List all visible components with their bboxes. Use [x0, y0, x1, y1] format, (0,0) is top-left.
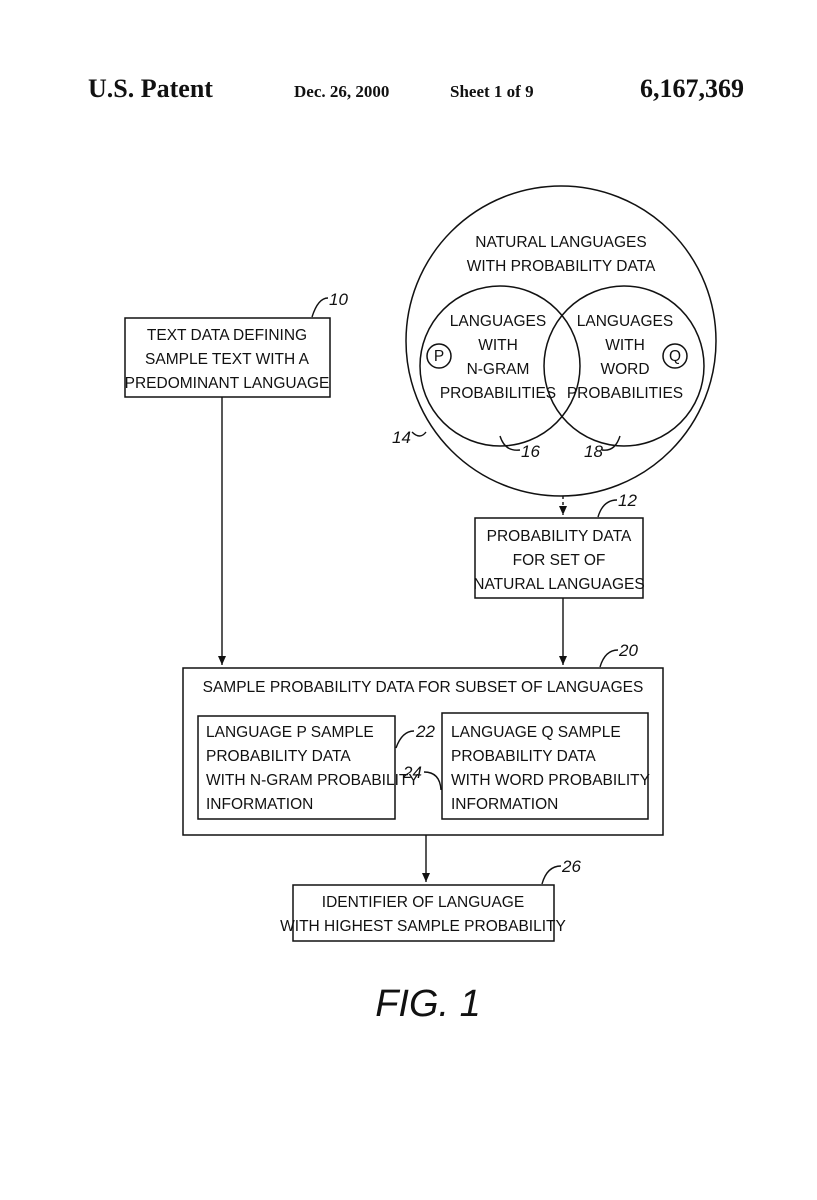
p-sample-line: WITH N-GRAM PROBABILITY [206, 772, 419, 789]
leader-line [311, 297, 329, 318]
circle-p-line: LANGUAGES [450, 313, 546, 330]
natural-languages-circle: NATURAL LANGUAGES WITH PROBABILITY DATA [405, 185, 717, 497]
ref-numeral: 10 [329, 290, 348, 309]
patent-number: 6,167,369 [640, 74, 744, 103]
ref-numeral: 24 [402, 763, 422, 782]
identifier-line: WITH HIGHEST SAMPLE PROBABILITY [280, 918, 566, 935]
leader-line [411, 431, 427, 437]
ref-numeral: 14 [392, 428, 411, 447]
ref-numeral: 26 [561, 857, 581, 876]
marker-q-label: Q [669, 348, 681, 365]
leader-line [541, 865, 562, 885]
sample-box-title: SAMPLE PROBABILITY DATA FOR SUBSET OF LA… [203, 679, 644, 696]
probability-data-box: PROBABILITY DATA FOR SET OF NATURAL LANG… [473, 517, 645, 599]
p-sample-line: PROBABILITY DATA [206, 748, 351, 765]
ref-numeral: 20 [618, 641, 638, 660]
circle-p-line: WITH [478, 337, 518, 354]
ref-numeral: 22 [415, 722, 435, 741]
text-data-line: TEXT DATA DEFINING [147, 327, 307, 344]
leader-line [423, 771, 442, 791]
q-sample-line: WITH WORD PROBABILITY [451, 772, 650, 789]
identifier-line: IDENTIFIER OF LANGUAGE [322, 894, 524, 911]
p-sample-line: INFORMATION [206, 796, 313, 813]
patent-label: U.S. Patent [88, 74, 213, 103]
marker-p-icon [426, 343, 452, 369]
q-sample-line: PROBABILITY DATA [451, 748, 596, 765]
prob-box-line: FOR SET OF [513, 552, 606, 569]
sample-probability-box: SAMPLE PROBABILITY DATA FOR SUBSET OF LA… [182, 667, 664, 836]
leader-line [395, 730, 415, 749]
ngram-languages-circle: LANGUAGES WITH N-GRAM PROBABILITIES P [419, 285, 581, 447]
ref-numeral: 16 [521, 442, 540, 461]
circle-label-line: NATURAL LANGUAGES [475, 234, 646, 251]
figure-caption: FIG. 1 [375, 983, 481, 1025]
circle-q-line: PROBABILITIES [567, 385, 683, 402]
circle-p-line: N-GRAM [467, 361, 530, 378]
language-p-sample-box: LANGUAGE P SAMPLE PROBABILITY DATA WITH … [197, 715, 419, 820]
circle-q-line: LANGUAGES [577, 313, 673, 330]
circle-p-line: PROBABILITIES [440, 385, 556, 402]
marker-p-label: P [434, 348, 444, 365]
word-languages-circle: LANGUAGES WITH WORD PROBABILITIES Q [543, 285, 705, 447]
q-sample-line: INFORMATION [451, 796, 558, 813]
leader-line [597, 499, 618, 518]
circle-q-line: WITH [605, 337, 645, 354]
leader-line [599, 649, 619, 668]
leader-line [499, 435, 521, 451]
language-q-sample-box: LANGUAGE Q SAMPLE PROBABILITY DATA WITH … [441, 712, 650, 820]
leader-line [601, 435, 621, 451]
patent-date: Dec. 26, 2000 [294, 82, 390, 101]
text-data-line: SAMPLE TEXT WITH A [145, 351, 310, 368]
circle-q-line: WORD [600, 361, 649, 378]
q-sample-line: LANGUAGE Q SAMPLE [451, 724, 621, 741]
sheet-number: Sheet 1 of 9 [450, 82, 534, 101]
text-data-line: PREDOMINANT LANGUAGE [125, 375, 330, 392]
prob-box-line: PROBABILITY DATA [487, 528, 632, 545]
marker-q-icon [662, 343, 688, 369]
ref-numeral: 12 [618, 491, 637, 510]
circle-label-line: WITH PROBABILITY DATA [467, 258, 656, 275]
identifier-box: IDENTIFIER OF LANGUAGE WITH HIGHEST SAMP… [280, 884, 566, 942]
prob-box-line: NATURAL LANGUAGES [473, 576, 644, 593]
p-sample-line: LANGUAGE P SAMPLE [206, 724, 374, 741]
text-data-box: TEXT DATA DEFINING SAMPLE TEXT WITH A PR… [124, 317, 331, 398]
ref-numeral: 18 [584, 442, 603, 461]
